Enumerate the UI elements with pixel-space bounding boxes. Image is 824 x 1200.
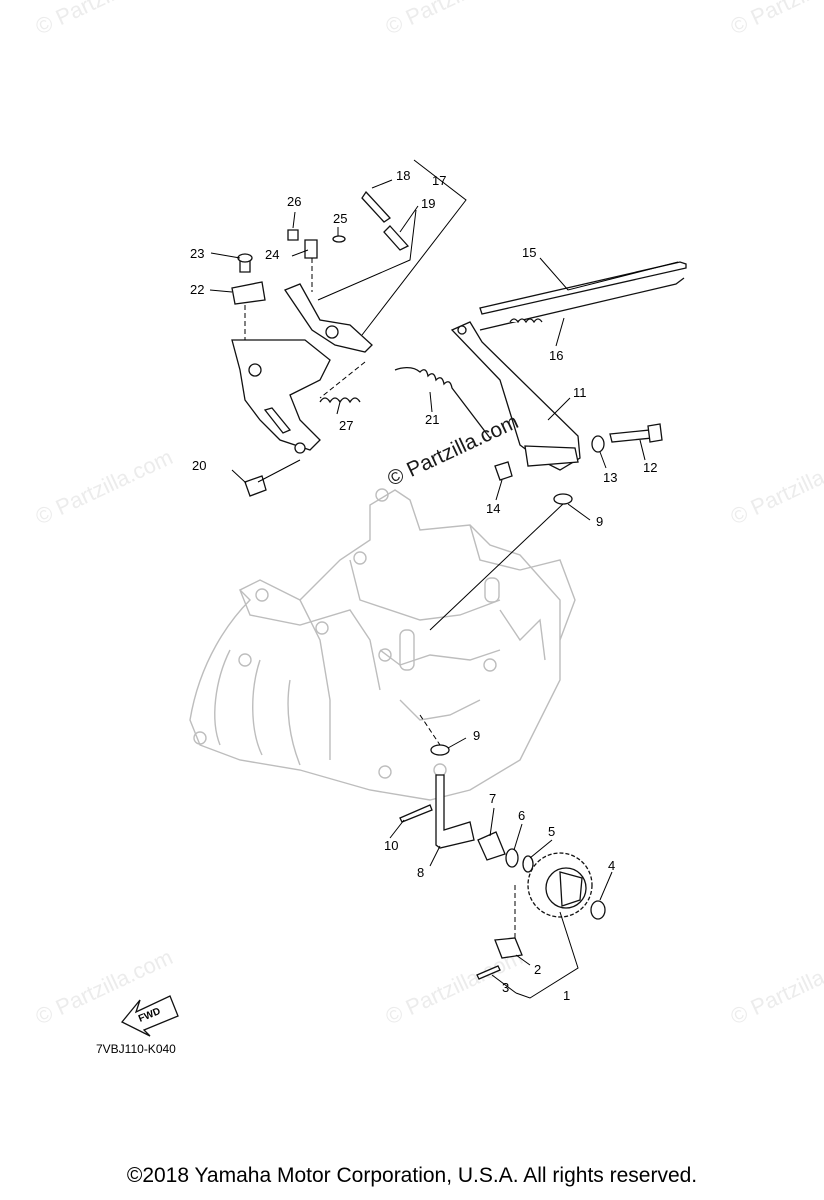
governor-lever xyxy=(284,283,373,353)
washer-9-upper xyxy=(553,493,573,505)
clip-22 xyxy=(231,281,266,305)
collar-7 xyxy=(477,831,506,861)
spring-27 xyxy=(319,397,361,404)
callout-17: 17 xyxy=(432,173,446,188)
callout-27: 27 xyxy=(339,418,353,433)
callout-20: 20 xyxy=(192,458,206,473)
callout-2: 2 xyxy=(534,962,541,977)
callout-15: 15 xyxy=(522,245,536,260)
bolt-24 xyxy=(304,239,318,259)
governor-shaft-8 xyxy=(435,774,475,849)
crankcase-housing xyxy=(189,488,576,801)
callout-26: 26 xyxy=(287,194,301,209)
callout-14: 14 xyxy=(486,501,500,516)
copyright-notice: ©2018 Yamaha Motor Corporation, U.S.A. A… xyxy=(126,1164,698,1187)
spring-16 xyxy=(509,318,543,324)
washer-6 xyxy=(505,848,519,868)
screw-18 xyxy=(361,190,391,223)
spring-19 xyxy=(383,225,410,251)
rod-16 xyxy=(479,277,685,331)
callout-23: 23 xyxy=(190,246,204,261)
callout-10: 10 xyxy=(384,838,398,853)
callout-6: 6 xyxy=(518,808,525,823)
bolt-20 xyxy=(244,459,301,497)
watermark: © Partzilla.com xyxy=(32,0,177,40)
washer-13 xyxy=(591,435,605,453)
callout-21: 21 xyxy=(425,412,439,427)
forward-direction-arrow: FWD xyxy=(120,995,179,1037)
callout-19: 19 xyxy=(421,196,435,211)
watermark: © Partzilla.com xyxy=(382,0,527,40)
callout-12: 12 xyxy=(643,460,657,475)
bolt-12 xyxy=(609,429,653,443)
callout-5: 5 xyxy=(548,824,555,839)
watermark-layer: © Partzilla.com © Partzilla.com © Partzi… xyxy=(32,0,824,1030)
callout-9-upper: 9 xyxy=(596,514,603,529)
callout-4: 4 xyxy=(608,858,615,873)
washer-4 xyxy=(590,900,606,920)
callout-24: 24 xyxy=(265,247,279,262)
screw-26 xyxy=(287,229,299,241)
spring-21 xyxy=(394,366,491,439)
nut-14 xyxy=(494,461,513,481)
callout-9-lower: 9 xyxy=(473,728,480,743)
pin-10 xyxy=(399,804,433,823)
callout-1: 1 xyxy=(563,988,570,1003)
diagram-code: 7VBJ110-K040 xyxy=(96,1042,176,1056)
governor-arm-11 xyxy=(450,321,581,471)
weight-2 xyxy=(494,937,523,959)
callout-13: 13 xyxy=(603,470,617,485)
callout-18: 18 xyxy=(396,168,410,183)
bracket-plate xyxy=(231,339,331,451)
pin-3 xyxy=(476,965,501,980)
circlip-5 xyxy=(522,855,534,873)
bracket-hole xyxy=(294,442,306,454)
callout-22: 22 xyxy=(190,282,204,297)
governor-gear-1 xyxy=(527,852,593,918)
bracket-slot xyxy=(263,407,292,434)
callout-7: 7 xyxy=(489,791,496,806)
watermark: © Partzilla.com xyxy=(727,0,824,40)
callout-11: 11 xyxy=(573,385,587,400)
watermark: © Partzilla.com xyxy=(32,444,177,529)
callout-leaders xyxy=(209,159,679,999)
callout-labels: 1 2 3 4 5 6 7 8 9 9 10 11 12 13 14 15 16… xyxy=(190,168,657,1003)
washer-9-lower xyxy=(430,744,450,756)
watermark: © Partzilla.com xyxy=(727,444,824,529)
callout-16: 16 xyxy=(549,348,563,363)
governor-bracket-assembly xyxy=(231,190,410,497)
callout-25: 25 xyxy=(333,211,347,226)
callout-8: 8 xyxy=(417,865,424,880)
washer-25 xyxy=(332,235,346,243)
callout-3: 3 xyxy=(502,980,509,995)
watermark: © Partzilla.com xyxy=(727,944,824,1029)
bracket-hole xyxy=(248,363,262,377)
